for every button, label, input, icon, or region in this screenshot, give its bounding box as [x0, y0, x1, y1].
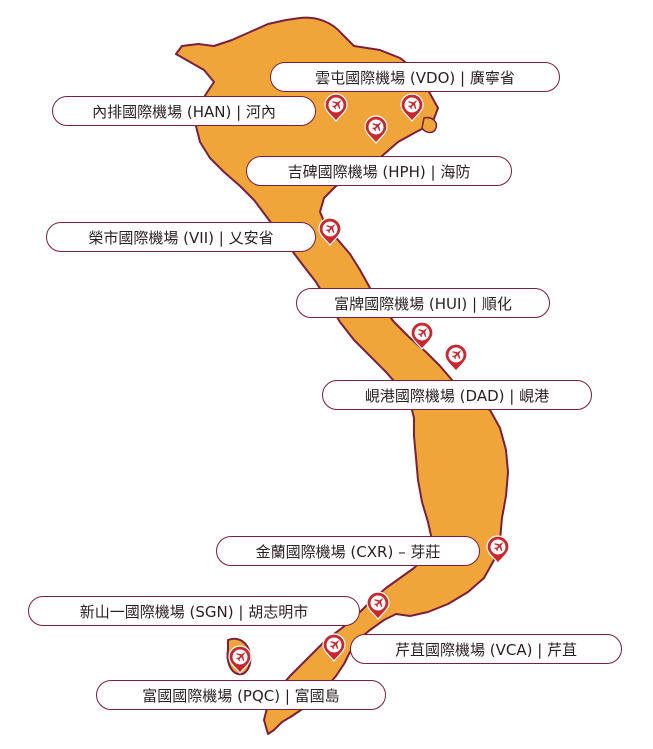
- airport-label-vdo: 雲屯國際機場 (VDO) | 廣寧省: [270, 62, 560, 92]
- airplane-icon: [330, 639, 340, 650]
- airport-label-hui: 富牌國際機場 (HUI) | 順化: [296, 288, 550, 318]
- airplane-icon: [418, 327, 428, 338]
- airport-label-pqc: 富國國際機場 (PQC) | 富國島: [96, 680, 386, 710]
- airport-pin-hui[interactable]: [410, 321, 434, 350]
- airport-pin-vca[interactable]: [322, 633, 346, 662]
- airport-label-dad: 峴港國際機場 (DAD) | 峴港: [322, 380, 592, 410]
- airport-label-vca: 芹苴國際機場 (VCA) | 芹苴: [350, 634, 622, 664]
- airport-pin-cxr[interactable]: [486, 535, 510, 564]
- airplane-icon: [372, 121, 382, 132]
- airport-label-vii: 榮市國際機場 (VII) | 乂安省: [46, 222, 316, 252]
- ha-long-island: [421, 116, 438, 134]
- airport-pin-hph[interactable]: [364, 115, 388, 144]
- airport-label-sgn: 新山一國際機場 (SGN) | 胡志明市: [28, 596, 360, 626]
- airport-pin-han[interactable]: [324, 93, 348, 122]
- airplane-icon: [374, 597, 384, 608]
- airplane-icon: [494, 541, 504, 552]
- airplane-icon: [326, 223, 336, 234]
- airplane-icon: [236, 651, 246, 662]
- airport-pin-vdo[interactable]: [400, 93, 424, 122]
- airport-pin-vii[interactable]: [318, 217, 342, 246]
- airport-pin-sgn[interactable]: [366, 591, 390, 620]
- airplane-icon: [332, 99, 342, 110]
- airport-pin-pqc[interactable]: [228, 645, 252, 674]
- airport-label-hph: 吉碑國際機場 (HPH) | 海防: [246, 156, 512, 186]
- airplane-icon: [408, 99, 418, 110]
- airport-pin-dad[interactable]: [444, 343, 468, 372]
- airport-label-han: 內排國際機場 (HAN) | 河內: [52, 96, 316, 126]
- airplane-icon: [452, 349, 462, 360]
- airport-label-cxr: 金蘭國際機場 (CXR) – 芽莊: [216, 536, 480, 566]
